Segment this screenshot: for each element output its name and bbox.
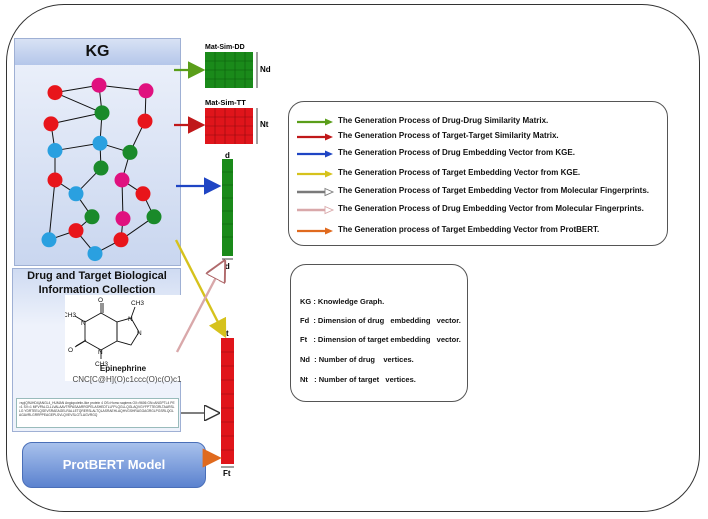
kg-edge <box>98 84 147 92</box>
atom-label: N <box>137 330 142 337</box>
legend-arrow-head <box>325 150 333 158</box>
kg-nodes <box>41 77 162 262</box>
kg-edge <box>48 179 56 240</box>
kg-node <box>43 116 59 132</box>
kg-node <box>113 232 129 248</box>
abbreviation-item: Ft : Dimension of target embedding vecto… <box>300 335 461 344</box>
tt-matrix-dim: Nt <box>260 120 269 129</box>
legend-item-label: The Generation Process of Target Embeddi… <box>338 186 650 195</box>
protbert-model-box: ProtBERT Model <box>22 442 206 488</box>
dd-matrix-label: Mat-Sim-DD <box>205 44 245 51</box>
kg-edge <box>54 92 103 114</box>
kg-node <box>138 83 154 99</box>
kg-node <box>47 85 63 101</box>
kg-node <box>68 223 84 239</box>
abbreviation-item: KG : Knowledge Graph. <box>300 297 385 306</box>
legend-box: The Generation Process of Drug-Drug Simi… <box>288 101 668 246</box>
kg-node <box>122 144 138 160</box>
atom-label: N <box>128 316 133 323</box>
legend-arrow-head <box>325 133 333 141</box>
abbreviation-box: KG : Knowledge Graph. Fd : Dimension of d… <box>290 264 468 402</box>
kg-node <box>87 246 103 262</box>
arrow-drug-fingerprint <box>175 264 223 353</box>
molecule-structure: O O CH3 CH3 CH3 N N N N <box>63 295 181 381</box>
kg-node <box>114 172 130 188</box>
kg-node <box>146 209 162 225</box>
legend-item-label: The Generation Process of Target-Target … <box>338 131 559 140</box>
atom-label: N <box>81 320 86 327</box>
bio-info-title: Drug and Target Biological Information C… <box>27 270 167 296</box>
legend-arrows <box>297 118 335 235</box>
atom-label: CH3 <box>95 361 108 367</box>
caffeine-structure-diagram: O O CH3 CH3 CH3 N N N N <box>63 297 144 368</box>
tt-matrix-label: Mat-Sim-TT <box>205 98 246 107</box>
atom-label: N <box>98 349 103 356</box>
legend-arrow-head <box>325 118 333 126</box>
knowledge-graph <box>41 77 162 262</box>
target-embedding-vector <box>221 338 234 468</box>
abbreviation-item: Nd : Number of drug vertices. <box>300 355 414 364</box>
kg-node <box>115 211 131 227</box>
legend-item-label: The Generation Process of Drug Embedding… <box>338 148 575 157</box>
kg-node <box>84 209 100 225</box>
target-target-similarity-matrix <box>205 108 258 144</box>
arrow-target-kge <box>174 239 227 339</box>
drug-smiles: CNC[C@H](O)c1ccc(O)c(O)c1 <box>72 375 182 384</box>
drug-name: Epinephrine <box>99 364 147 373</box>
abbreviation-item: Nt : Number of target vertices. <box>300 375 416 384</box>
dd-matrix-dim: Nd <box>260 65 271 74</box>
legend-item-label: The Generation process of Target Embeddi… <box>338 225 600 234</box>
kg-node <box>93 160 109 176</box>
kg-panel: KG <box>14 38 181 266</box>
atom-label: O <box>98 297 103 304</box>
drug-drug-similarity-matrix <box>205 52 258 88</box>
drug-vector-top: d <box>225 151 230 160</box>
abbreviation-item: Fd : Dimension of drug embedding vector. <box>300 316 461 325</box>
outer-frame <box>6 4 700 512</box>
legend-item-label: The Generation Process of Drug-Drug Simi… <box>338 116 549 125</box>
protein-sequence-box: >sp|Q9UHD4|ANGL4_HUMAN Angiopoietin-like… <box>16 398 179 428</box>
atom-label: CH3 <box>131 300 144 307</box>
kg-edge <box>50 112 103 125</box>
legend-item-label: The Generation Process of Drug Embedding… <box>338 204 644 213</box>
kg-node <box>68 186 84 202</box>
atom-label: CH3 <box>65 312 76 319</box>
atom-label: O <box>68 347 73 354</box>
kg-node <box>92 135 108 151</box>
drug-embedding-vector <box>222 159 233 260</box>
kg-node <box>137 113 153 129</box>
legend-arrow-head <box>325 170 333 178</box>
kg-node <box>47 172 63 188</box>
legend-arrow-head <box>325 227 333 235</box>
kg-node <box>94 105 110 121</box>
legend-arrow-head <box>324 187 335 197</box>
kg-title: KG <box>15 39 180 65</box>
kg-node <box>47 143 63 159</box>
kg-node <box>41 232 57 248</box>
kg-edge <box>54 142 101 152</box>
kg-node <box>91 77 107 93</box>
legend-arrow-head <box>324 205 335 215</box>
legend-item-label: The Generation Process of Target Embeddi… <box>338 168 581 177</box>
target-vector-dim: Ft <box>223 469 231 478</box>
target-vector-top: t <box>226 329 229 338</box>
kg-node <box>135 186 151 202</box>
